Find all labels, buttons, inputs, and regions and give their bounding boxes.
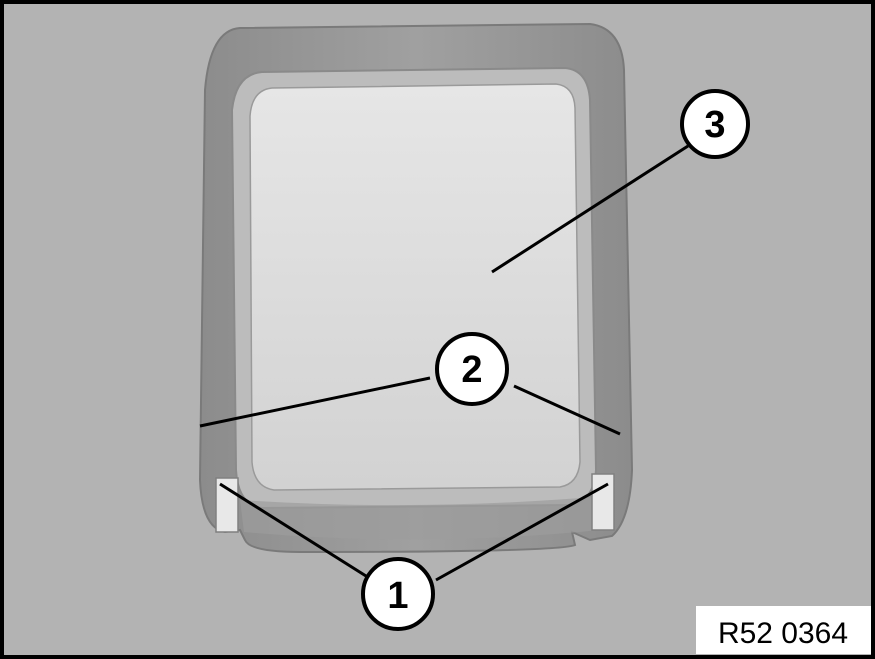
callout-2: 2 xyxy=(435,332,509,406)
leader-2-left xyxy=(199,376,431,428)
callout-3-label: 3 xyxy=(704,104,725,146)
callout-1-label: 1 xyxy=(387,575,408,617)
callout-2-label: 2 xyxy=(461,349,482,391)
figure-code-box: R52 0364 xyxy=(696,606,871,654)
callout-2-circle xyxy=(435,332,509,406)
leader-2-right xyxy=(513,384,621,436)
leader-1-right xyxy=(435,482,609,582)
figure-code: R52 0364 xyxy=(718,617,848,650)
leader-lines xyxy=(199,144,689,582)
callout-1-circle xyxy=(361,557,435,631)
callout-3-circle xyxy=(680,89,750,159)
cover-center-panel xyxy=(249,83,581,491)
leader-3 xyxy=(491,144,689,274)
callout-3: 3 xyxy=(680,89,750,159)
figure-code-background xyxy=(696,606,871,654)
cover-lower-fold xyxy=(240,496,605,540)
right-retaining-slot xyxy=(591,473,615,531)
seat-backrest-cover xyxy=(198,22,634,554)
left-retaining-slot xyxy=(215,477,239,533)
callout-1: 1 xyxy=(361,557,435,631)
leader-1-left xyxy=(219,482,367,578)
